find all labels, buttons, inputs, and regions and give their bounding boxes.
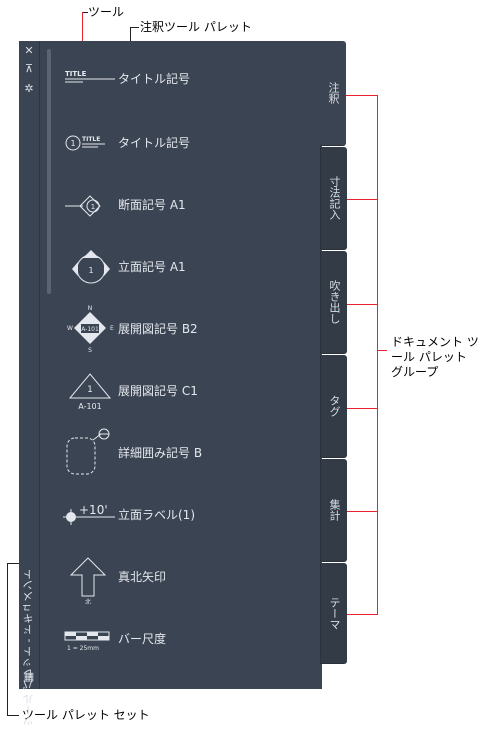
tab-callout[interactable]: 吹き出し — [320, 251, 347, 354]
tool-label: 詳細囲み記号 B — [118, 446, 203, 460]
tab-group-callout-line2: ール パレット — [391, 350, 467, 364]
palette-callout-leader-v — [130, 27, 131, 41]
svg-text:W: W — [67, 325, 73, 332]
svg-text:E: E — [110, 325, 114, 332]
properties-icon[interactable]: ✲ — [24, 82, 34, 95]
tool-label: 断面記号 A1 — [118, 198, 186, 212]
svg-text:+10': +10' — [79, 503, 108, 517]
palette-set-leader-h2 — [7, 715, 19, 716]
palette-titlebar[interactable]: ✕ ⊼ ✲ ツール パレット - ドキュメント ▦ — [19, 41, 40, 726]
auto-hide-icon[interactable]: ⊼ — [24, 62, 34, 75]
tool-callout: ツール — [88, 5, 125, 19]
tab-group-callout: ドキュメント ツ ール パレット グループ — [391, 335, 479, 380]
tool-label: タイトル記号 — [118, 72, 191, 86]
palette-set-leader-h — [7, 563, 21, 564]
tool-item-interior-elevation-b2[interactable]: A-101 N S E W 展開図記号 B2 — [43, 304, 303, 354]
elevation-label-icon: +10' — [63, 503, 115, 525]
palette-content — [40, 41, 322, 689]
bracket-tick-6 — [346, 614, 378, 615]
palette-set-icon[interactable]: ▦ — [23, 670, 35, 683]
tool-callout-leader — [82, 12, 88, 13]
tool-item-section-mark[interactable]: 1 断面記号 A1 — [43, 180, 303, 230]
bracket-tick-4 — [346, 408, 378, 409]
tab-annotation[interactable]: 注釈 — [320, 41, 346, 146]
tab-schedule[interactable]: 集計 — [320, 459, 347, 562]
tool-item-interior-elevation-c1[interactable]: 1 A-101 展開図記号 C1 — [43, 366, 303, 416]
title-mark-numbered-icon: 1 TITLE — [65, 135, 105, 151]
palette-set-callout: ツール パレット セット — [22, 708, 150, 722]
bracket-tick-2 — [346, 199, 378, 200]
tool-item-elevation-mark[interactable]: 1 立面記号 A1 — [43, 242, 303, 292]
svg-text:TITLE: TITLE — [65, 70, 87, 78]
svg-text:A-101: A-101 — [81, 326, 99, 333]
tool-label: タイトル記号 — [118, 136, 191, 150]
tab-label: 寸法記入 — [328, 176, 341, 220]
tab-theme[interactable]: テーマ — [320, 563, 347, 664]
tool-label: 立面ラベル(1) — [118, 508, 195, 522]
tool-label: 展開図記号 B2 — [118, 322, 198, 336]
svg-text:1: 1 — [87, 385, 93, 395]
tab-dimension[interactable]: 寸法記入 — [320, 147, 347, 250]
elevation-mark-icon: 1 — [72, 250, 110, 284]
tab-label: 集計 — [328, 499, 341, 521]
close-icon[interactable]: ✕ — [24, 44, 34, 57]
tool-item-bar-scale[interactable]: 1 = 25mm バー尺度 — [43, 614, 303, 664]
palette-set-leader-v — [7, 563, 8, 715]
tool-callout-line — [82, 12, 83, 66]
palette-title: ツール パレット - ドキュメント — [22, 569, 35, 727]
bracket-tick-3 — [346, 304, 378, 305]
tool-label: 真北矢印 — [118, 570, 167, 584]
palette-callout-leader-h — [130, 27, 139, 28]
tab-bracket-vertical — [377, 95, 378, 615]
interior-elevation-b2-icon: A-101 N S E W — [67, 305, 114, 354]
tool-item-elevation-label[interactable]: +10' 立面ラベル(1) — [43, 490, 303, 540]
svg-text:北: 北 — [85, 598, 91, 604]
tab-label: 注釈 — [327, 82, 340, 104]
title-mark-icon: TITLE — [65, 70, 115, 83]
tab-tag[interactable]: タグ — [320, 355, 347, 458]
tab-group-callout-line1: ドキュメント ツ — [391, 335, 479, 349]
north-arrow-icon: 北 — [69, 557, 107, 604]
tool-item-title-mark-numbered[interactable]: 1 TITLE タイトル記号 — [43, 118, 303, 168]
svg-text:1: 1 — [88, 266, 93, 275]
interior-elevation-c1-icon: 1 A-101 — [68, 373, 112, 411]
tab-label: 吹き出し — [328, 280, 341, 324]
svg-text:1: 1 — [70, 139, 75, 148]
bar-scale-icon: 1 = 25mm — [64, 631, 110, 652]
tool-item-title-mark[interactable]: TITLE タイトル記号 — [43, 54, 303, 104]
tool-label: 展開図記号 C1 — [118, 384, 198, 398]
tool-label: 立面記号 A1 — [118, 260, 186, 274]
tab-label: テーマ — [328, 596, 341, 630]
palette-callout: 注釈ツール パレット — [140, 20, 252, 34]
bracket-connector — [377, 350, 387, 351]
svg-text:A-101: A-101 — [78, 402, 101, 411]
tab-label: タグ — [328, 395, 341, 417]
svg-text:S: S — [88, 347, 92, 354]
svg-text:TITLE: TITLE — [82, 136, 100, 143]
tool-label: バー尺度 — [118, 632, 167, 646]
detail-boundary-icon — [66, 428, 110, 475]
scrollbar[interactable] — [47, 49, 51, 294]
svg-text:N: N — [88, 305, 93, 312]
bracket-tick-1 — [346, 95, 378, 96]
svg-text:1: 1 — [91, 203, 95, 211]
palette-tabs: 注釈 寸法記入 吹き出し タグ 集計 テーマ — [320, 41, 347, 671]
svg-text:1 = 25mm: 1 = 25mm — [67, 645, 99, 652]
tool-item-north-arrow[interactable]: 北 真北矢印 — [43, 552, 303, 604]
tab-group-callout-line3: グループ — [391, 365, 439, 379]
bracket-tick-5 — [346, 511, 378, 512]
section-mark-icon: 1 — [65, 195, 101, 217]
tool-item-detail-boundary[interactable]: 詳細囲み記号 B — [43, 428, 303, 478]
